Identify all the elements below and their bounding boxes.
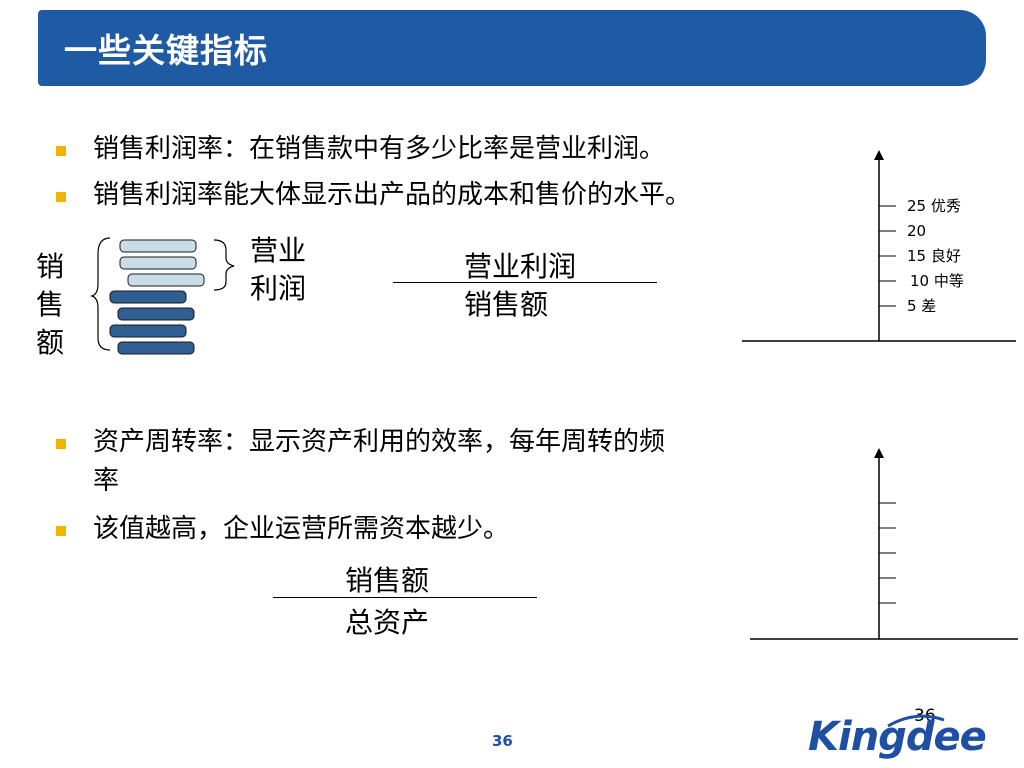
scale-1-label: 10 中等	[910, 272, 964, 290]
vertical-char: 销	[36, 250, 65, 283]
bullet-text-2: 销售利润率能大体显示出产品的成本和售价的水平。	[93, 180, 692, 210]
scale-1-label: 20	[907, 222, 927, 240]
bullet-text-3: 资产周转率：显示资产利用的效率，每年周转的频	[93, 427, 666, 457]
fraction-2-line	[273, 597, 537, 598]
bullet-text-1: 销售利润率：在销售款中有多少比率是营业利润。	[93, 134, 666, 164]
right-brace	[213, 239, 235, 291]
title-bar: 一些关键指标	[38, 10, 986, 86]
bullet-text-3-cont: 率	[93, 466, 120, 496]
bullet-marker	[56, 439, 66, 449]
slide-title: 一些关键指标	[64, 31, 268, 70]
brace-label: 营业 利润	[250, 232, 330, 308]
scale-2-axis	[750, 448, 1018, 640]
scale-1-label: 25 优秀	[907, 197, 961, 215]
footer-page-number: 36	[492, 732, 513, 750]
axis-arrow-icon	[874, 448, 884, 458]
coin-light	[119, 239, 205, 287]
coin-dark	[109, 290, 195, 355]
coin-diagram-vertical-label: 销 售 额	[36, 248, 70, 362]
fraction-1-numerator: 营业利润	[464, 250, 577, 283]
brace-label-line: 利润	[250, 272, 307, 305]
bullet-text-4: 该值越高，企业运营所需资本越少。	[93, 514, 510, 544]
coin-stack-graphic	[109, 239, 205, 355]
bullet-marker	[56, 146, 66, 156]
scale-1-axis	[742, 150, 1016, 342]
bullet-marker	[56, 526, 66, 536]
brace-label-line: 营业	[250, 234, 307, 267]
brace-lines	[90, 237, 235, 351]
fraction-2-numerator: 销售额	[345, 564, 430, 597]
fraction-2-denominator: 总资产	[345, 606, 430, 639]
scale-1-label: 15 良好	[907, 247, 961, 265]
vertical-char: 额	[36, 326, 65, 359]
scale-1-label: 5 差	[907, 297, 937, 315]
logo-swoosh-icon	[887, 714, 945, 728]
axis-arrow-icon	[874, 150, 884, 160]
bullet-marker	[56, 192, 66, 202]
kingdee-logo: Kingdee	[808, 712, 1008, 766]
fraction-1-line	[393, 282, 657, 283]
vertical-char: 售	[36, 288, 65, 321]
left-brace	[90, 237, 111, 351]
fraction-1-denominator: 销售额	[464, 288, 549, 321]
